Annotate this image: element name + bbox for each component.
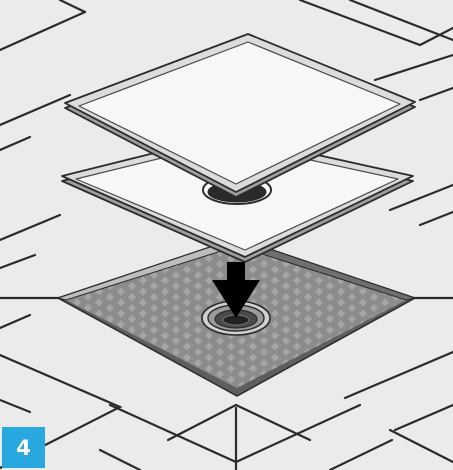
step-number: 4 [16, 436, 31, 460]
step-number-badge: 4 [2, 427, 45, 468]
